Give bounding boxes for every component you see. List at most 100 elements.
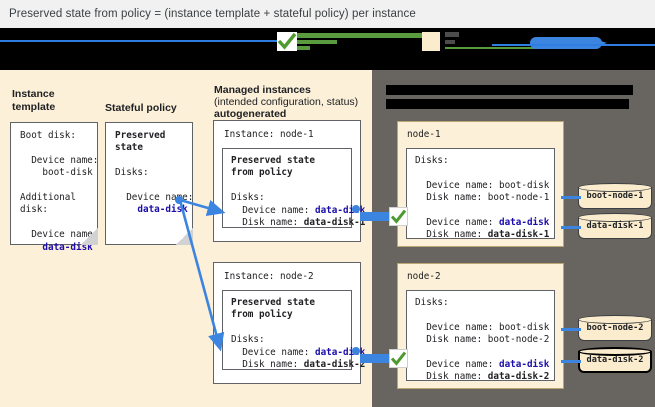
it-spacer-1 (20, 142, 26, 153)
redacted-heading-bar-1 (386, 85, 633, 95)
green-check-icon (390, 351, 407, 366)
ps2-disk-val: data-disk-2 (303, 359, 366, 371)
managed-1-instance-label: Instance: node-1 (224, 129, 314, 140)
ps2-spacer (231, 322, 237, 333)
legend-green-bar-1 (292, 33, 422, 38)
managed-2-instance-label: Instance: node-2 (224, 271, 314, 282)
card-stateful-policy-body: Preserved state Disks: Device name: data… (106, 123, 193, 224)
n1-data-device-key: Device name: (415, 217, 499, 229)
managed-1-anchor-dot (352, 205, 360, 213)
n1-boot-device-key: Device name: (415, 179, 499, 191)
connector-boot-node-1 (561, 196, 581, 199)
connector-data-disk-2 (561, 360, 581, 363)
page-caption: Preserved state from policy = (instance … (0, 0, 655, 28)
connector-boot-node-2 (561, 328, 581, 331)
disk-cylinder-boot-node-1: boot-node-1 (578, 183, 652, 211)
n1-spacer-2 (415, 205, 421, 216)
legend-blue-line-2 (492, 44, 655, 46)
section-title-managed-instances: Managed instances (214, 84, 311, 96)
status-check-node-2 (389, 349, 408, 368)
page-fold-corner (175, 227, 193, 245)
it-line-2: Device name: (20, 154, 99, 166)
redacted-heading-bar-2 (386, 99, 629, 109)
ps1-device-val: data-disk (314, 204, 366, 216)
legend-green-bar-4 (445, 47, 565, 49)
it-line-7: data-disk (20, 241, 93, 253)
cylinder-label: data-disk-2 (586, 355, 644, 365)
ps1-title-1: Preserved state (231, 155, 315, 166)
it-spacer-3 (20, 217, 26, 228)
section-title-stateful-policy: Stateful policy (105, 102, 177, 114)
n1-boot-disk-key: Disk name: (415, 192, 488, 204)
section-title-autogenerated: autogenerated (214, 108, 287, 120)
n2-boot-device-val: boot-disk (498, 321, 550, 333)
node-1-disks-box: Disks: Device name: boot-disk Disk name:… (406, 148, 555, 241)
n2-spacer-1 (415, 309, 421, 320)
n2-boot-disk-val: boot-node-2 (487, 334, 550, 346)
ps2-device-val: data-disk (314, 346, 366, 358)
it-line-6: Device name: (20, 229, 99, 241)
legend-gray-bar-1 (445, 32, 459, 37)
legend-check-swatch (277, 32, 297, 51)
green-check-icon (390, 209, 407, 224)
n1-boot-device-val: boot-disk (498, 179, 550, 191)
green-check-icon (277, 32, 297, 50)
card-stateful-policy: Preserved state Disks: Device name: data… (105, 122, 193, 245)
card-instance-template-body: Boot disk: Device name: boot-disk Additi… (11, 123, 99, 261)
it-spacer-2 (20, 180, 26, 191)
node-1-name: node-1 (407, 129, 441, 140)
n2-data-device-key: Device name: (415, 359, 499, 371)
n2-data-disk-key: Disk name: (415, 371, 488, 383)
card-instance-template: Boot disk: Device name: boot-disk Additi… (10, 122, 98, 253)
sp-line-3: Disks: (115, 167, 149, 179)
ps1-title-2: from policy (231, 167, 293, 179)
disk-cylinder-data-disk-2: data-disk-2 (578, 347, 652, 375)
disk-cylinder-data-disk-1: data-disk-1 (578, 213, 652, 241)
node-2-name: node-2 (407, 271, 441, 282)
managed-2-anchor-dot (352, 347, 360, 355)
sp-line-5: data-disk (115, 204, 188, 216)
it-line-1: Boot disk: (20, 130, 76, 141)
n2-data-disk-val: data-disk-2 (487, 371, 550, 383)
ps1-device-key: Device name: (231, 204, 315, 216)
n2-disks-label: Disks: (415, 297, 449, 308)
ps2-title-2: from policy (231, 309, 293, 321)
it-line-4: Additional (20, 192, 76, 204)
sp-line-1: Preserved (115, 130, 166, 141)
policy-anchor-dot (175, 196, 183, 204)
legend-band (0, 28, 655, 70)
cylinder-label: boot-node-2 (586, 323, 644, 333)
legend-gray-bar-2 (445, 40, 455, 44)
n1-spacer-1 (415, 167, 421, 178)
ps1-disk-val: data-disk-1 (303, 217, 366, 229)
managed-2-to-node-stub (360, 354, 390, 363)
legend-blue-pill (530, 37, 602, 49)
n2-spacer-2 (415, 347, 421, 358)
status-check-node-1 (389, 207, 408, 226)
sp-spacer-2 (115, 180, 121, 191)
disk-cylinder-boot-node-2: boot-node-2 (578, 315, 652, 343)
ps2-title-1: Preserved state (231, 297, 315, 308)
node-2-disks-box: Disks: Device name: boot-disk Disk name:… (406, 290, 555, 383)
ps1-spacer (231, 180, 237, 191)
n2-boot-device-key: Device name: (415, 321, 499, 333)
n1-data-device-val: data-disk (498, 217, 550, 229)
n1-boot-disk-val: boot-node-1 (487, 192, 550, 204)
cylinder-label: boot-node-1 (586, 191, 644, 201)
legend-blue-arrow-icon (592, 38, 607, 48)
ps1-disks-label: Disks: (231, 192, 265, 204)
it-line-3: boot-disk (20, 167, 93, 179)
ps2-disks-label: Disks: (231, 334, 265, 346)
n1-disks-label: Disks: (415, 155, 449, 166)
legend-tan-swatch (422, 32, 440, 51)
n2-data-device-val: data-disk (498, 359, 550, 371)
it-line-5: disk: (20, 204, 48, 216)
ps1-disk-key: Disk name: (231, 217, 304, 229)
preserved-state-box-node-2: Preserved state from policy Disks: Devic… (222, 290, 365, 370)
n1-data-disk-val: data-disk-1 (487, 229, 550, 241)
sp-line-2: state (115, 142, 143, 154)
sp-spacer-1 (115, 155, 121, 166)
n2-boot-disk-key: Disk name: (415, 334, 488, 346)
legend-green-bar-3 (292, 46, 310, 50)
legend-green-bar-2 (292, 40, 337, 44)
